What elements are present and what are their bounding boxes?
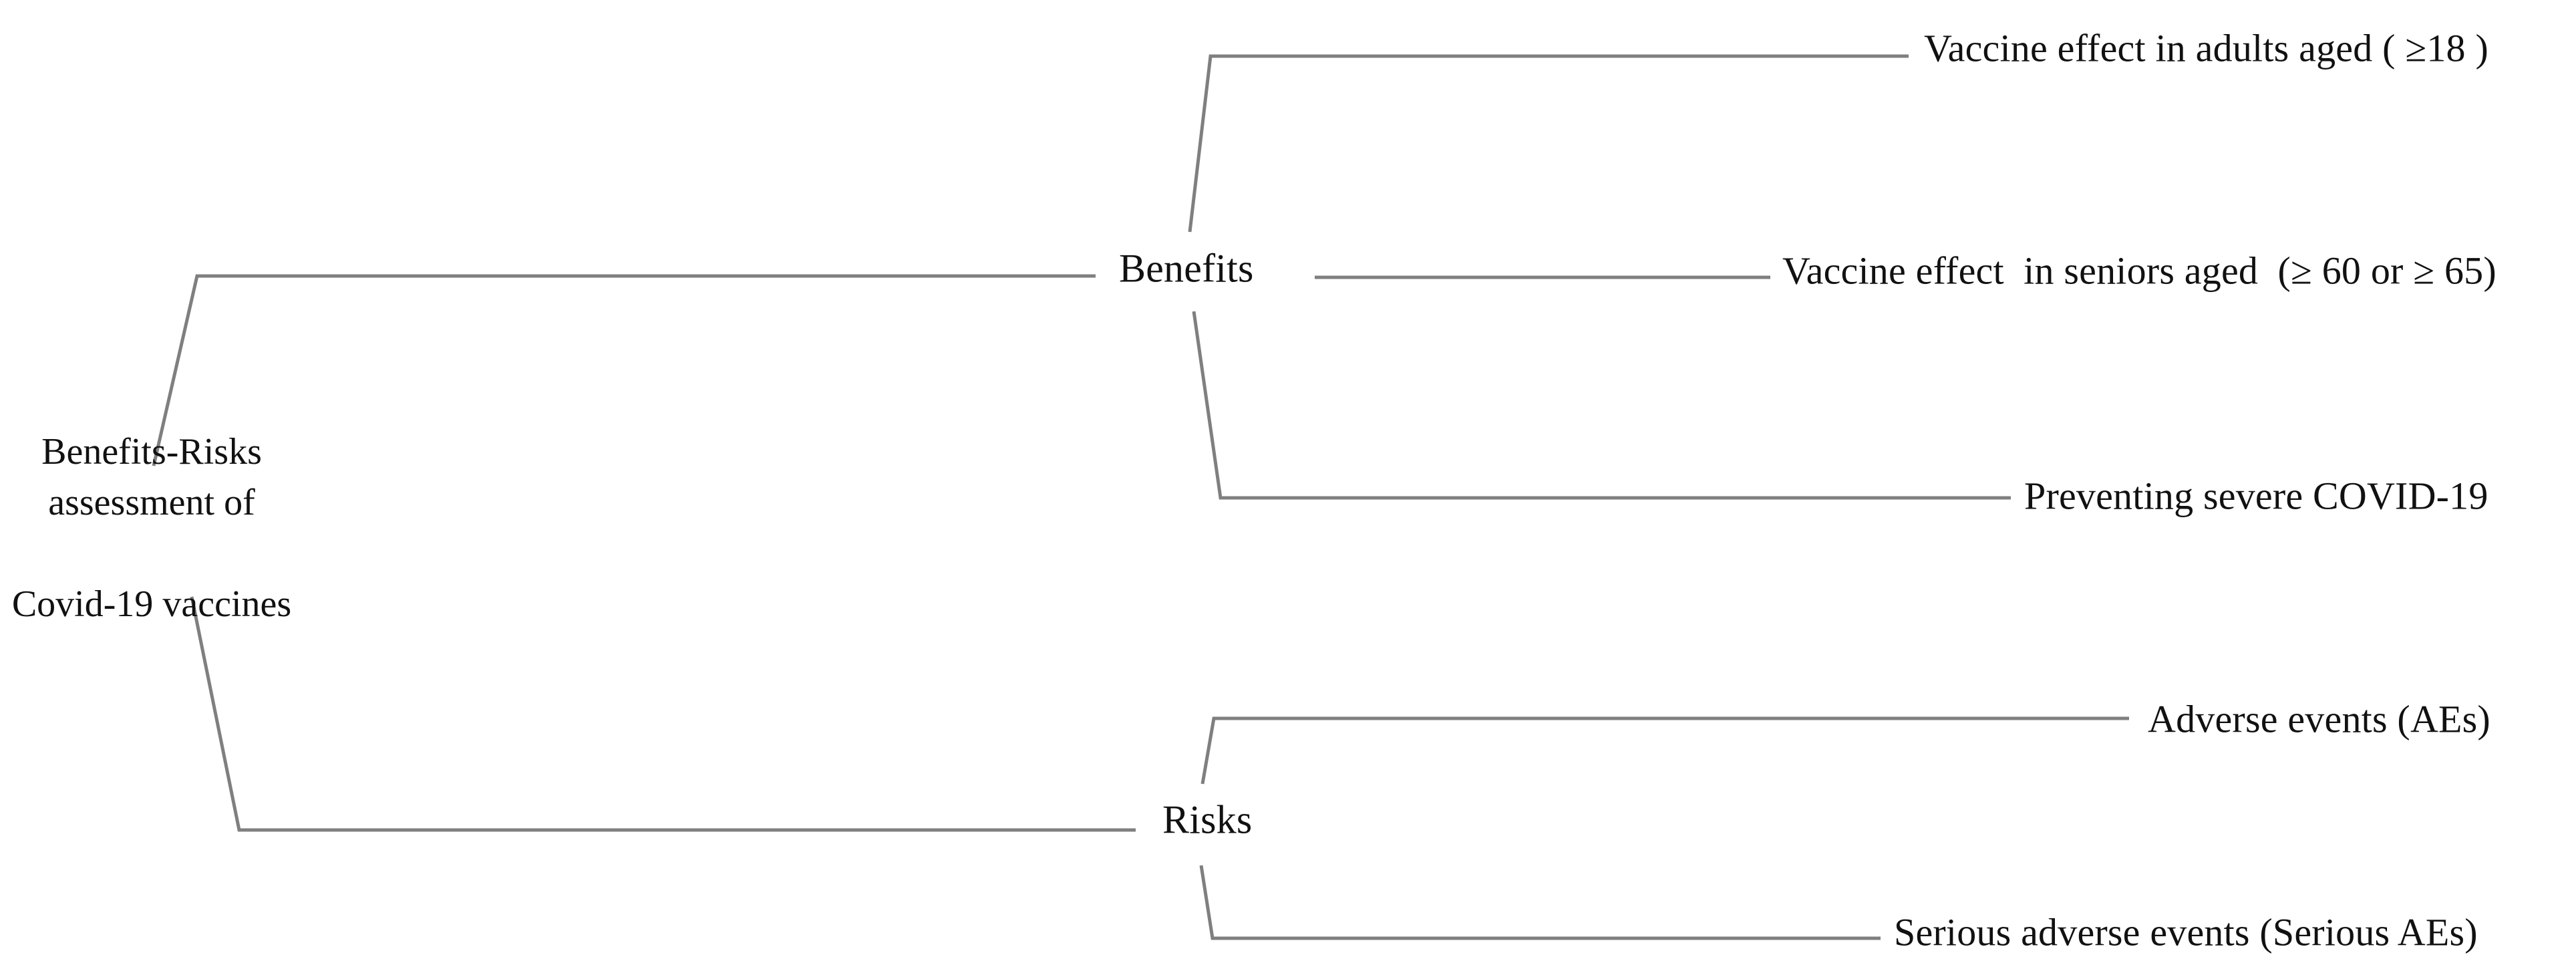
connector-root-to-risks: [190, 596, 1136, 832]
connector-root-to-benefits: [152, 274, 1096, 466]
connector-risks-to-aes: [1200, 716, 2129, 785]
root-node: Benefits-Risks assessment of Covid-19 va…: [5, 376, 299, 680]
leaf-node-serious-adverse-events: Serious adverse events (Serious AEs): [1894, 910, 2478, 954]
root-label-line2: Covid-19 vaccines: [11, 583, 292, 625]
connector-benefits-to-adults: [1188, 54, 1909, 233]
leaf-node-adverse-events: Adverse events (AEs): [2148, 697, 2490, 741]
connector-benefits-to-severe: [1192, 311, 2011, 500]
leaf-node-severe-covid: Preventing severe COVID-19: [2024, 474, 2488, 518]
leaf-node-seniors: Vaccine effect in seniors aged (≥ 60 or …: [1782, 249, 2497, 293]
leaf-node-adults: Vaccine effect in adults aged ( ≥18 ): [1924, 26, 2488, 70]
root-label-line1: Benefits-Risks assessment of: [41, 431, 262, 523]
connector-risks-to-serious-aes: [1199, 865, 1881, 940]
branch-node-risks: Risks: [1162, 797, 1253, 842]
branch-node-benefits: Benefits: [1119, 246, 1254, 291]
